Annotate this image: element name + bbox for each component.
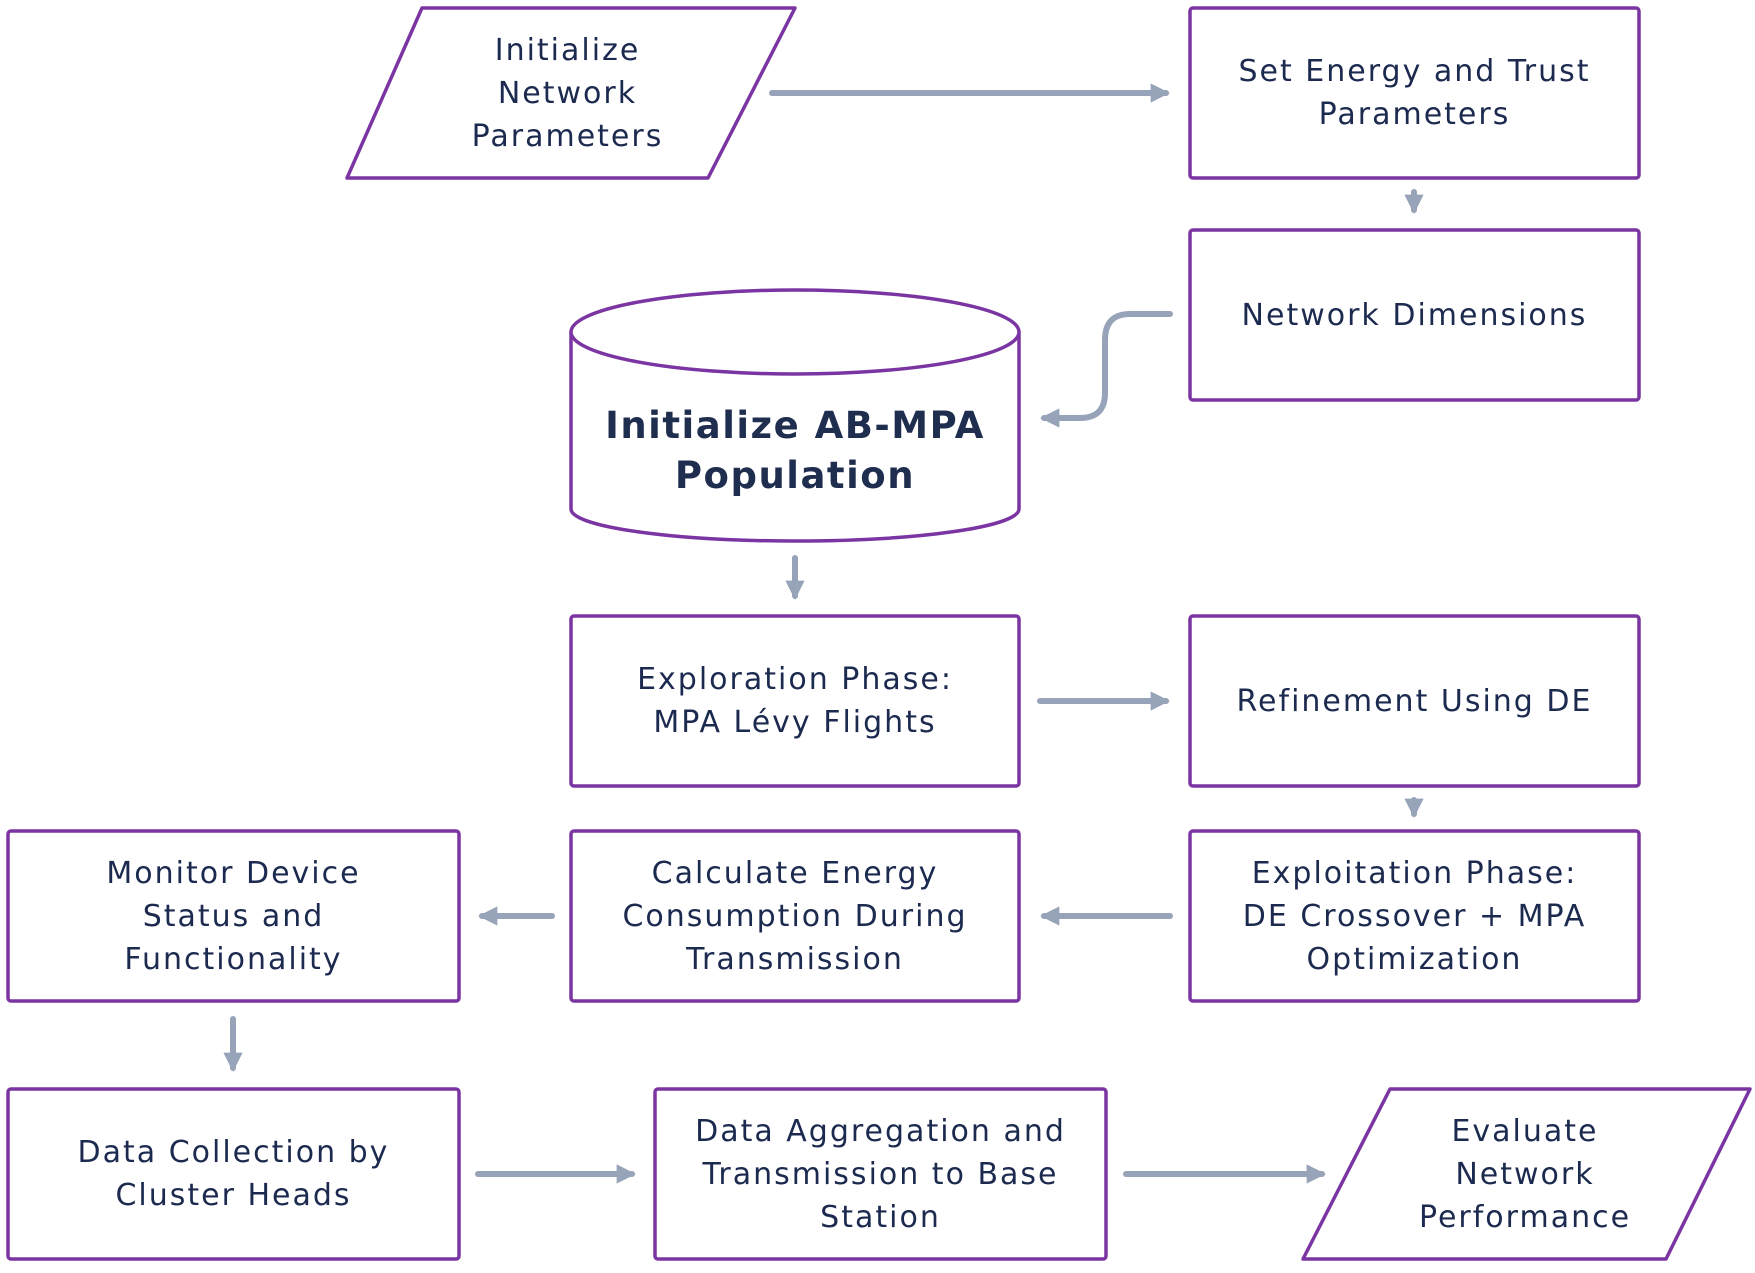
monitor-device-shape [6, 829, 461, 1003]
evaluate-shape [1301, 1087, 1752, 1261]
network-dimensions-label: Network Dimensions [1241, 297, 1588, 333]
data-aggregation-shape [653, 1087, 1108, 1261]
exploitation-label: Exploitation Phase: DE Crossover + MPA O… [1242, 855, 1587, 977]
energy-consumption-label: Calculate Energy Consumption During Tran… [622, 855, 968, 977]
evaluate-label: Evaluate Network Performance [1418, 1113, 1632, 1235]
exploitation-shape [1188, 829, 1641, 1003]
energy-consumption-shape [569, 829, 1021, 1003]
data-collection-shape [6, 1087, 461, 1261]
exploration-label: Exploration Phase: MPA Lévy Flights [637, 662, 953, 740]
init-network-shape [345, 6, 797, 180]
init-population-label: Initialize AB-MPA Population [605, 404, 985, 497]
refinement-shape [1188, 614, 1641, 788]
data-collection-label: Data Collection by Cluster Heads [77, 1135, 390, 1213]
network-dimensions-shape [1188, 228, 1641, 402]
arrow-dimensions-to-population [1040, 311, 1173, 428]
init-population-cylinder [569, 288, 1021, 543]
refinement-label: Refinement Using DE [1236, 683, 1593, 719]
exploration-shape [569, 614, 1021, 788]
monitor-device-label: Monitor Device Status and Functionality [106, 855, 361, 977]
set-energy-trust-shape [1188, 6, 1641, 180]
set-energy-trust-label: Set Energy and Trust Parameters [1238, 54, 1591, 132]
init-network-label: Initialize Network Parameters [471, 32, 664, 154]
data-aggregation-label: Data Aggregation and Transmission to Bas… [695, 1113, 1066, 1235]
